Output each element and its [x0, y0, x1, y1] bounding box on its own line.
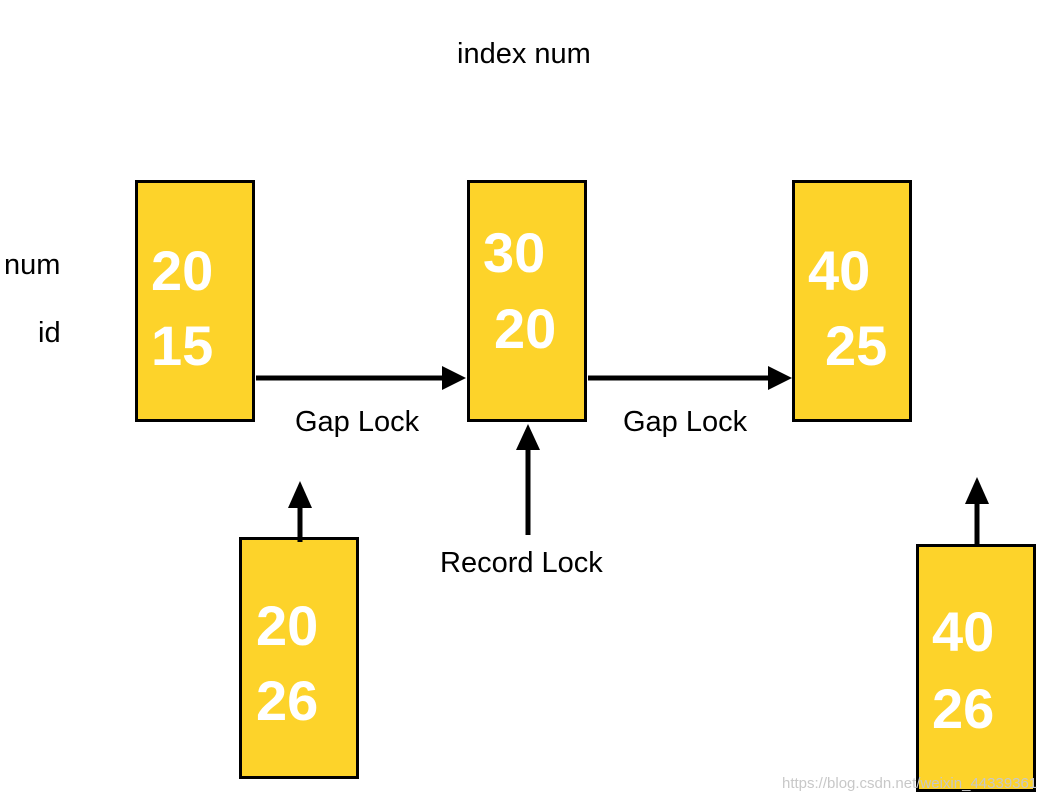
- watermark: https://blog.csdn.net/weixin_44339361: [782, 775, 1038, 792]
- insert-1-num: 20: [256, 594, 319, 657]
- record-lock-label: Record Lock: [440, 547, 603, 579]
- insert-1-arrow-head: [288, 481, 312, 508]
- id-row-label: id: [38, 317, 61, 349]
- insert-1-id: 26: [256, 669, 319, 732]
- record-box-3: 40 25: [792, 180, 912, 422]
- record-3-id: 25: [825, 314, 888, 377]
- record-lock-arrow-head: [516, 424, 540, 450]
- insert-2-num: 40: [932, 600, 995, 663]
- insert-2-id: 26: [932, 677, 995, 740]
- record-3-num: 40: [808, 239, 871, 302]
- record-2-id: 20: [494, 297, 557, 360]
- gap-arrow-1-head: [442, 366, 466, 390]
- gap-arrow-2-head: [768, 366, 792, 390]
- record-box-2: 30 20: [467, 180, 587, 422]
- insert-2-arrow-head: [965, 477, 989, 504]
- diagram-title: index num: [457, 38, 591, 70]
- record-2-num: 30: [483, 221, 546, 284]
- record-1-id: 15: [151, 314, 214, 377]
- gap-lock-label-1: Gap Lock: [295, 406, 420, 438]
- num-row-label: num: [4, 249, 61, 281]
- insert-box-2: 40 26: [916, 544, 1036, 792]
- record-box-1: 20 15: [135, 180, 255, 422]
- gap-lock-label-2: Gap Lock: [623, 406, 748, 438]
- insert-box-1: 20 26: [239, 537, 359, 779]
- record-1-num: 20: [151, 239, 214, 302]
